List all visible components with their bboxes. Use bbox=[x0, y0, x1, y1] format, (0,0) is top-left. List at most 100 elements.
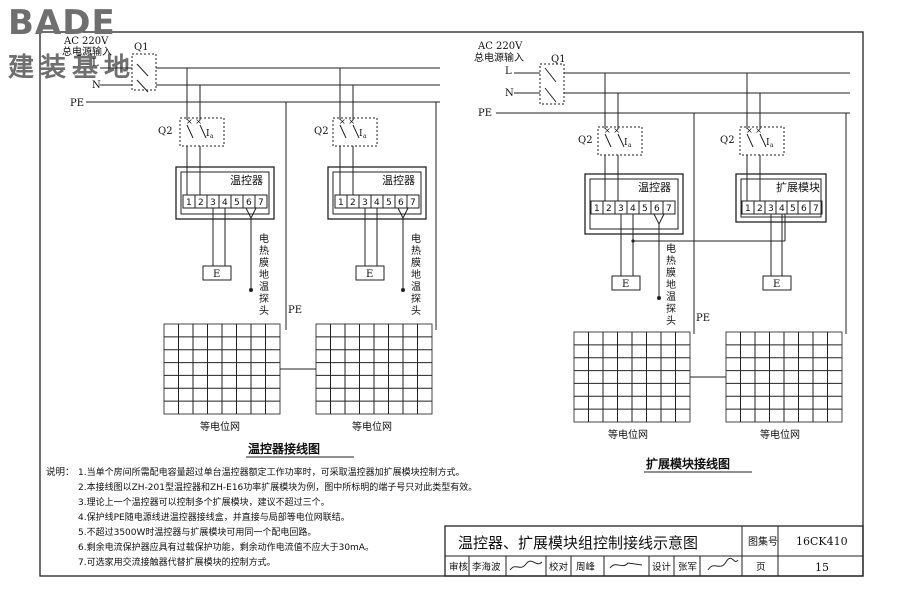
right-q1-label: Q1 bbox=[551, 54, 566, 65]
svg-text:7: 7 bbox=[813, 204, 819, 214]
svg-text:E: E bbox=[213, 269, 220, 280]
note-7: 7.可选家用交流接触器代替扩展模块的控制方式。 bbox=[78, 556, 276, 568]
svg-text:4: 4 bbox=[222, 198, 228, 208]
design-name: 张军 bbox=[678, 562, 697, 573]
svg-text:1: 1 bbox=[186, 198, 192, 208]
svg-text:3: 3 bbox=[768, 204, 774, 214]
svg-text:I: I bbox=[359, 129, 363, 139]
svg-text:2: 2 bbox=[606, 204, 612, 214]
left-main-input-label: 总电源输入 bbox=[62, 45, 112, 58]
svg-text:温: 温 bbox=[259, 281, 269, 293]
left-line-l: L bbox=[92, 58, 99, 69]
note-2: 2.本接线图以ZH-201型温控器和ZH-E16功率扩展模块为例，图中所标明的端… bbox=[78, 481, 477, 493]
drawing-title: 温控器、扩展模块组控制接线示意图 bbox=[458, 534, 698, 552]
svg-text:a: a bbox=[770, 142, 774, 149]
atlas-number: 16CK410 bbox=[796, 535, 848, 548]
left-q2-breaker-1 bbox=[179, 117, 225, 147]
left-controller-label-1: 温控器 bbox=[230, 173, 263, 187]
svg-text:膜: 膜 bbox=[666, 267, 676, 279]
design-signature bbox=[707, 557, 739, 571]
svg-text:I: I bbox=[624, 138, 628, 148]
check-signature bbox=[609, 562, 643, 569]
svg-text:电: 电 bbox=[259, 232, 269, 245]
svg-text:2: 2 bbox=[198, 198, 204, 208]
svg-text:1: 1 bbox=[594, 204, 600, 214]
svg-text:3: 3 bbox=[618, 204, 624, 214]
left-grid-caption-2: 等电位网 bbox=[352, 420, 392, 433]
note-5: 5.不超过3500W时温控器与扩展模块可用同一个配电回路。 bbox=[78, 526, 316, 538]
svg-text:3: 3 bbox=[210, 198, 216, 208]
svg-text:× ×: × × bbox=[339, 117, 355, 126]
left-terminal-strip-1: 1 2 3 4 5 6 7 bbox=[182, 194, 268, 209]
svg-text:4: 4 bbox=[374, 198, 380, 208]
svg-text:探: 探 bbox=[259, 292, 269, 305]
svg-text:6: 6 bbox=[801, 204, 807, 214]
left-q2-breaker-2 bbox=[332, 117, 378, 147]
left-ground-box-1 bbox=[202, 265, 232, 281]
note-4: 4.保护线PE随电源线进温控器接线盒，并直接与局部等电位网联结。 bbox=[78, 511, 350, 523]
left-unit-1: Q2 × × I a 温控器 1 2 3 4 5 bbox=[158, 68, 302, 330]
svg-text:× ×: × × bbox=[746, 126, 762, 135]
left-probe-label-2: 电 热 膜 地 温 探 头 bbox=[411, 232, 421, 317]
svg-text:5: 5 bbox=[642, 204, 648, 214]
svg-text:I: I bbox=[206, 129, 210, 139]
svg-text:× ×: × × bbox=[186, 117, 202, 126]
review-name: 李海波 bbox=[472, 561, 501, 573]
svg-text:a: a bbox=[363, 133, 367, 140]
right-line-n: N bbox=[505, 88, 514, 99]
right-grid-caption-1: 等电位网 bbox=[608, 428, 648, 441]
note-6: 6.剩余电流保护器应具有过载保护功能，剩余动作电流值不应大于30mA。 bbox=[78, 541, 374, 553]
svg-text:2: 2 bbox=[350, 198, 356, 208]
svg-text:Q2: Q2 bbox=[314, 126, 329, 137]
left-diagram-title: 温控器接线图 bbox=[248, 441, 320, 456]
right-terminal-strip-2: 1 2 3 4 5 6 7 bbox=[741, 200, 823, 215]
right-main-input-label: 总电源输入 bbox=[474, 51, 524, 64]
design-label: 设计 bbox=[652, 561, 672, 573]
svg-text:a: a bbox=[628, 142, 632, 149]
right-controller-box bbox=[584, 173, 684, 235]
check-name: 周峰 bbox=[576, 562, 596, 573]
check-label: 校对 bbox=[549, 561, 569, 573]
svg-text:4: 4 bbox=[630, 204, 636, 214]
svg-text:膜: 膜 bbox=[411, 257, 421, 269]
right-ac-label: AC 220V bbox=[477, 41, 523, 52]
right-module-label: 扩展模块 bbox=[776, 180, 820, 194]
svg-text:7: 7 bbox=[410, 198, 416, 208]
page-number: 15 bbox=[815, 561, 829, 574]
title-block: 温控器、扩展模块组控制接线示意图 图集号 16CK410 审核 李海波 校对 周… bbox=[444, 525, 864, 577]
left-q1-breaker bbox=[131, 53, 157, 91]
svg-text:6: 6 bbox=[654, 204, 660, 214]
sheet-border bbox=[39, 31, 864, 577]
svg-text:地: 地 bbox=[259, 268, 269, 281]
svg-text:I: I bbox=[766, 138, 770, 148]
svg-text:E: E bbox=[622, 279, 629, 290]
left-ground-box-2 bbox=[355, 265, 385, 281]
svg-text:探: 探 bbox=[411, 292, 421, 305]
svg-text:5: 5 bbox=[386, 198, 392, 208]
svg-text:5: 5 bbox=[234, 198, 240, 208]
notes-block: 说明： 1.当单个房间所需配电容量超过单台温控器额定工作功率时，可采取温控器加扩… bbox=[46, 466, 477, 568]
note-1: 1.当单个房间所需配电容量超过单台温控器额定工作功率时，可采取温控器加扩展模块控… bbox=[78, 466, 465, 478]
right-diagram: AC 220V 总电源输入 Q1 L N PE Q2 × × I a 温 bbox=[474, 41, 850, 473]
svg-text:Q2: Q2 bbox=[158, 126, 173, 137]
right-ground-box-2 bbox=[762, 275, 792, 291]
svg-text:地: 地 bbox=[411, 268, 421, 281]
page-label: 页 bbox=[756, 562, 766, 573]
left-terminal-strip-2: 1 2 3 4 5 6 7 bbox=[334, 194, 420, 209]
right-q1-breaker bbox=[539, 63, 565, 105]
right-probe-label: 电 热 膜 地 温 探 头 bbox=[666, 242, 676, 327]
right-diagram-title: 扩展模块接线图 bbox=[646, 456, 730, 471]
right-terminal-strip-1: 1 2 3 4 5 6 7 bbox=[590, 200, 676, 215]
svg-text:温: 温 bbox=[666, 291, 676, 303]
right-line-l: L bbox=[505, 66, 512, 77]
right-q2-breaker-1 bbox=[597, 126, 643, 156]
svg-text:Q2: Q2 bbox=[720, 135, 735, 146]
right-pe-label: PE bbox=[696, 313, 710, 324]
atlas-label: 图集号 bbox=[748, 535, 778, 548]
right-q2-breaker-2 bbox=[739, 126, 785, 156]
left-ac-label: AC 220V bbox=[63, 36, 109, 47]
left-diagram: AC 220V 总电源输入 Q1 L N PE Q2 × × I a bbox=[62, 36, 440, 458]
note-3: 3.理论上一个温控器可以控制多个扩展模块，建议不超过三个。 bbox=[78, 496, 330, 508]
logo-brand: BADE bbox=[8, 3, 116, 43]
